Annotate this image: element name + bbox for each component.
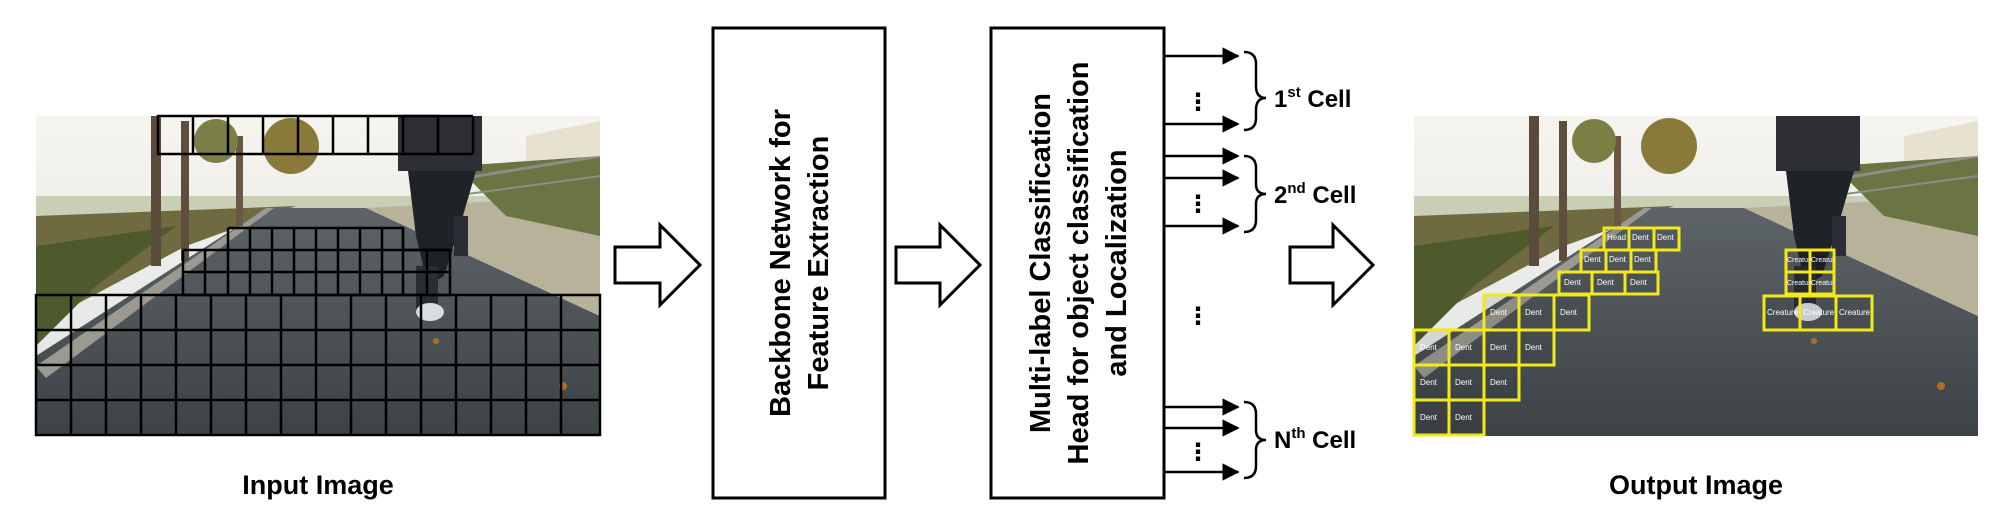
detection-labels: Head Dent Dent Dent Dent Dent Dent Dent … bbox=[1420, 233, 1871, 422]
det-label: Dent bbox=[1597, 278, 1615, 287]
det-label: Dent bbox=[1657, 233, 1675, 242]
backbone-network-box: Backbone Network for Feature Extraction bbox=[711, 26, 887, 500]
head-label-line3: and Localization bbox=[1101, 149, 1133, 376]
input-image-caption: Input Image bbox=[242, 470, 394, 500]
det-label-creature: Creatur bbox=[1787, 280, 1811, 287]
det-label: Dent bbox=[1560, 308, 1578, 317]
det-label: Dent bbox=[1584, 255, 1602, 264]
det-label-creature: Creature bbox=[1767, 308, 1799, 317]
ellipsis-cell-2: ⋮ bbox=[1186, 191, 1210, 218]
det-label: Dent bbox=[1564, 278, 1582, 287]
det-label: Dent bbox=[1525, 308, 1543, 317]
det-label: Dent bbox=[1420, 413, 1438, 422]
input-grid-overlay bbox=[34, 114, 602, 437]
input-image: Input Image bbox=[34, 114, 602, 500]
flow-arrows bbox=[613, 221, 1376, 309]
brace-cell-2 bbox=[1243, 154, 1267, 234]
det-label: Dent bbox=[1420, 343, 1438, 352]
output-image-caption: Output Image bbox=[1609, 470, 1783, 500]
det-label-creature: Creatur bbox=[1787, 257, 1811, 264]
ellipsis-cell-1: ⋮ bbox=[1186, 89, 1210, 116]
det-label: Dent bbox=[1455, 378, 1473, 387]
det-label: Dent bbox=[1455, 343, 1473, 352]
det-label: Dent bbox=[1490, 378, 1508, 387]
det-label: Dent bbox=[1455, 413, 1473, 422]
det-label: Dent bbox=[1490, 308, 1508, 317]
ellipsis-between-cells: ⋮ bbox=[1186, 303, 1210, 330]
det-label: Dent bbox=[1630, 278, 1648, 287]
flow-arrow-1 bbox=[613, 221, 703, 309]
cell-output-arrows bbox=[1164, 47, 1240, 481]
det-label-creature: Creature bbox=[1803, 308, 1835, 317]
det-label: Dent bbox=[1490, 343, 1508, 352]
det-label: Dent bbox=[1525, 343, 1543, 352]
det-label-creature: Creatur bbox=[1811, 257, 1835, 264]
det-label-creature: Creature bbox=[1839, 308, 1871, 317]
det-label: Dent bbox=[1609, 255, 1627, 264]
ellipsis-group: ⋮ ⋮ ⋮ ⋮ bbox=[1186, 89, 1210, 466]
det-label: Dent bbox=[1420, 378, 1438, 387]
flow-arrow-2 bbox=[894, 221, 983, 309]
detection-boxes bbox=[1412, 226, 1874, 437]
flow-arrow-3 bbox=[1288, 221, 1376, 309]
cell-label-2: 2nd Cell bbox=[1274, 180, 1356, 209]
det-label: Dent bbox=[1632, 233, 1650, 242]
cell-braces bbox=[1243, 50, 1267, 480]
backbone-label-line2: Feature Extraction bbox=[803, 136, 835, 391]
cell-label-n: Nth Cell bbox=[1274, 425, 1356, 454]
head-label-line1: Multi-label Classification bbox=[1025, 93, 1057, 433]
output-image: Head Dent Dent Dent Dent Dent Dent Dent … bbox=[1412, 114, 1980, 500]
brace-cell-1 bbox=[1243, 50, 1267, 132]
cell-label-1: 1st Cell bbox=[1274, 84, 1351, 113]
det-label-creature: Creatur bbox=[1811, 280, 1835, 287]
det-label-head: Head bbox=[1607, 233, 1626, 242]
brace-cell-n bbox=[1243, 400, 1267, 480]
det-label: Dent bbox=[1634, 255, 1652, 264]
backbone-label-line1: Backbone Network for bbox=[765, 109, 797, 417]
head-label-line2: Head for object classification bbox=[1063, 62, 1095, 465]
ellipsis-cell-n: ⋮ bbox=[1186, 439, 1210, 466]
classification-head-box: Multi-label Classification Head for obje… bbox=[989, 26, 1166, 500]
